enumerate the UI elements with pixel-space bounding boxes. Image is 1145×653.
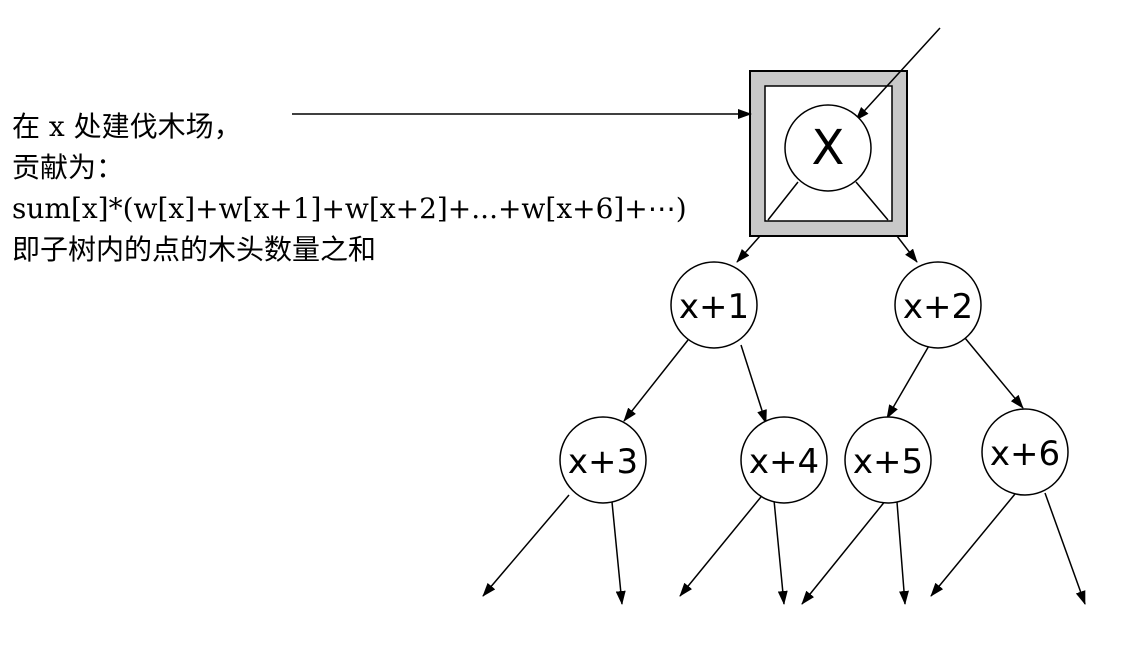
node-x3-circle (559, 416, 647, 504)
node-root-label: X (812, 120, 845, 176)
edge-x4-down-right (773, 499, 788, 605)
node-x2: x+2 (894, 261, 982, 349)
tree-edges (482, 235, 1086, 605)
root-subtree-triangle (767, 181, 889, 221)
node-x5: x+5 (844, 416, 932, 504)
node-x5-label: x+5 (853, 442, 923, 482)
node-x4: x+4 (740, 416, 828, 504)
node-x4-circle (740, 416, 828, 504)
node-x5-circle (844, 416, 932, 504)
node-root-circle (784, 104, 872, 192)
annotation-text: 在 x 处建伐木场， 贡献为： sum[x]*(w[x]+w[x+1]+w[x+… (12, 106, 687, 270)
edge-x1-to-x3 (623, 339, 689, 422)
node-x2-circle (894, 261, 982, 349)
annotation-line-1: 在 x 处建伐木场， (12, 110, 242, 143)
annotation-line-3: sum[x]*(w[x]+w[x+1]+w[x+2]+...+w[x+6]+⋯) (12, 192, 687, 225)
node-x6-label: x+6 (990, 434, 1060, 474)
annotation-line-2: 贡献为： (12, 151, 125, 184)
incoming-arrow (855, 27, 941, 121)
node-x1-circle (670, 261, 758, 349)
edge-x2-to-x5 (886, 343, 931, 419)
annotation-line-4: 即子树内的点的木头数量之和 (12, 233, 377, 266)
node-root: X (784, 104, 872, 192)
node-x1-label: x+1 (679, 287, 749, 327)
edge-x6-down-left (930, 493, 1016, 597)
edge-x3-down-right (611, 501, 626, 605)
edge-x5-down-left (801, 499, 887, 605)
edge-x2-to-x6 (964, 337, 1024, 409)
edge-x5-down-right (896, 501, 909, 605)
node-x1: x+1 (670, 261, 758, 349)
node-x6: x+6 (981, 408, 1069, 496)
edge-root-to-x2 (896, 235, 918, 263)
tree-nodes: X x+1 x+2 x+3 x+4 x+5 x+6 (559, 104, 1069, 504)
edge-x1-to-x4 (740, 344, 767, 424)
node-x3: x+3 (559, 416, 647, 504)
node-x2-label: x+2 (903, 287, 973, 327)
edge-x4-down-left (679, 491, 766, 597)
edge-root-to-x1 (736, 235, 761, 263)
edge-x3-down-left (482, 494, 570, 597)
node-x3-label: x+3 (568, 442, 638, 482)
node-x6-circle (981, 408, 1069, 496)
edge-x6-down-right (1044, 492, 1086, 605)
node-x4-label: x+4 (749, 442, 819, 482)
